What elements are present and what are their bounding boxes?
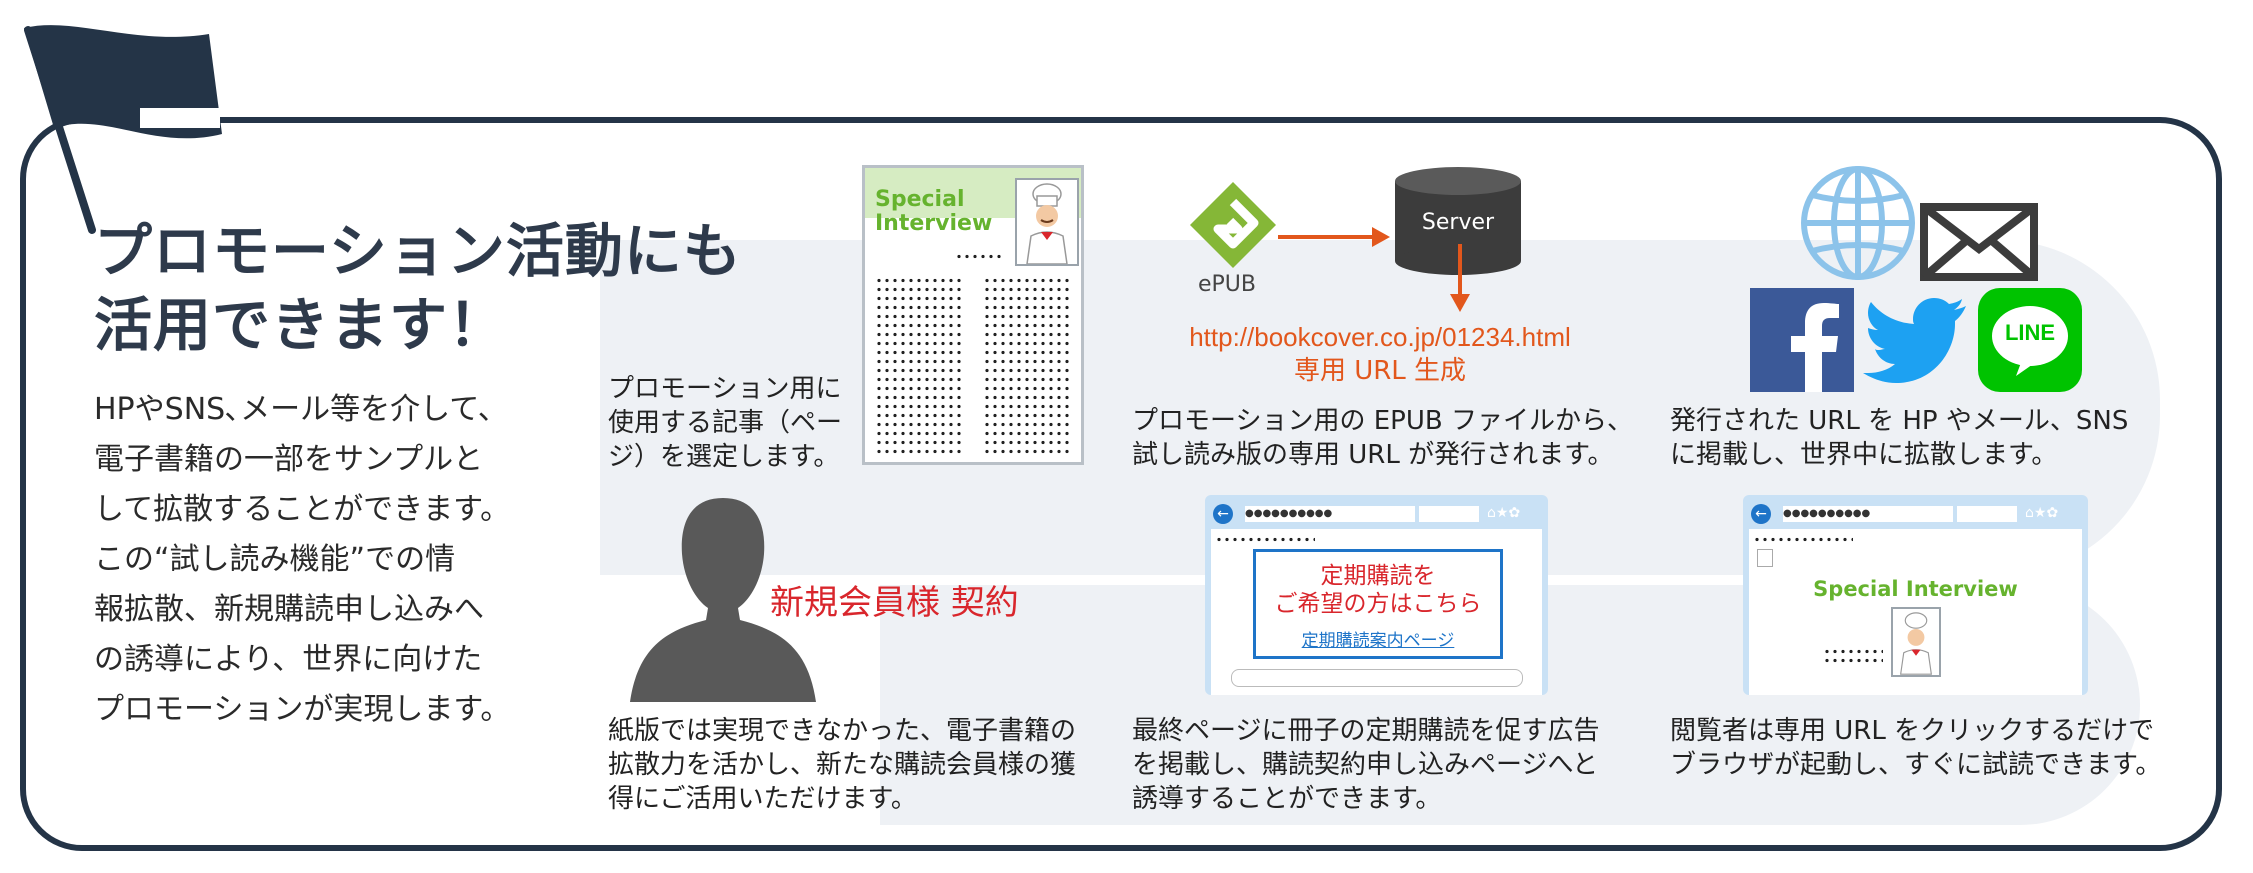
server-label: Server <box>1421 210 1495 235</box>
thumbnail-icon <box>1757 549 1773 567</box>
chef-icon <box>1026 183 1068 264</box>
toolbar-icons: ⌂★✿ <box>1487 505 1521 521</box>
text-dots <box>1215 535 1315 543</box>
arrow-down-icon <box>1450 244 1470 312</box>
browser-content: Special Interview <box>1749 529 2082 695</box>
caption-line: を掲載し、購読契約申し込みページへと <box>1132 750 1599 780</box>
caption-line: ジ）を選定します。 <box>608 442 840 472</box>
caption-line: 誘導することができます。 <box>1132 784 1442 814</box>
step6-caption: 紙版では実現できなかった、電子書籍の 拡散力を活かし、新たな購読会員様の獲 得に… <box>608 714 1076 816</box>
epub-label: ePUB <box>1198 272 1256 297</box>
step5-caption: 最終ページに冊子の定期購読を促す広告 を掲載し、購読契約申し込みページへと 誘導… <box>1132 714 1599 816</box>
intro-line: して拡散することができます。 <box>94 492 511 527</box>
browser-toolbar: ← ●●●●●●●●●● ⌂★✿ <box>1211 501 1542 527</box>
browser-window-ad: ← ●●●●●●●●●● ⌂★✿ 定期購読を ご希望の方はこちら 定期購読案内ペ… <box>1205 495 1548 695</box>
line-badge-text: LINE <box>2004 320 2056 345</box>
twitter-icon[interactable] <box>1862 296 1968 386</box>
globe-icon <box>1801 166 1915 280</box>
caption-line: に掲載し、世界中に拡散します。 <box>1670 440 2058 470</box>
subscription-ad[interactable]: 定期購読を ご希望の方はこちら 定期購読案内ページ <box>1253 549 1503 659</box>
caption-line: 使用する記事（ペー <box>608 408 843 438</box>
intro-line: 報拡散、新規購読申し込みへ <box>94 592 484 627</box>
arrow-right-icon <box>1278 227 1390 247</box>
document-title: Special Interview <box>875 188 992 236</box>
text-dots <box>983 276 1073 456</box>
title-line-2: 活用できます！ <box>94 291 508 359</box>
intro-line: の誘導により、世界に向けた <box>94 642 483 677</box>
text-dots <box>955 252 1005 262</box>
step4-caption: 閲覧者は専用 URL をクリックするだけで ブラウザが起動し、すぐに試読できます… <box>1670 714 2161 782</box>
toolbar-icons: ⌂★✿ <box>2025 505 2059 521</box>
caption-line: プロモーション用の EPUB ファイルから、 <box>1132 406 1633 436</box>
intro-line: 電子書籍の一部をサンプルと <box>94 442 484 477</box>
mail-icon <box>1920 203 2038 281</box>
intro-text: HPやSNS､メール等を介して、 電子書籍の一部をサンプルと して拡散することが… <box>94 385 554 735</box>
text-dots <box>1823 647 1883 667</box>
search-field[interactable] <box>1419 506 1479 522</box>
title-line-1: プロモーション活動にも <box>94 217 742 285</box>
person-silhouette-icon <box>630 498 816 702</box>
epub-icon <box>1190 182 1276 268</box>
text-dots <box>875 276 963 456</box>
step3-caption: 発行された URL を HP やメール、SNS に掲載し、世界中に拡散します。 <box>1670 404 2128 472</box>
intro-line: この“試し読み機能”での情 <box>94 542 456 577</box>
chef-icon <box>1900 612 1932 675</box>
page-title: プロモーション活動にも 活用できます！ <box>94 214 742 362</box>
back-icon[interactable]: ← <box>1213 504 1233 524</box>
caption-line: 得にご活用いただけます。 <box>608 784 917 814</box>
ad-line-2: ご希望の方はこちら <box>1274 591 1482 617</box>
browser-url[interactable]: ●●●●●●●●●● <box>1245 506 1415 522</box>
text-dots <box>1753 535 1853 543</box>
document-title-line: Interview <box>875 211 993 236</box>
line-icon[interactable] <box>1978 288 2082 392</box>
generated-url[interactable]: http://bookcover.co.jp/01234.html <box>1189 322 1571 352</box>
caption-line: 閲覧者は専用 URL をクリックするだけで <box>1670 716 2155 746</box>
step2-caption: プロモーション用の EPUB ファイルから、 試し読み版の専用 URL が発行さ… <box>1132 404 1633 472</box>
caption-line: 試し読み版の専用 URL が発行されます。 <box>1132 440 1614 470</box>
browser-content: 定期購読を ご希望の方はこちら 定期購読案内ページ <box>1211 529 1542 695</box>
facebook-icon[interactable] <box>1750 288 1854 392</box>
caption-line: 発行された URL を HP やメール、SNS <box>1670 406 2129 436</box>
ad-line-1: 定期購読を <box>1320 563 1436 589</box>
subscription-link[interactable]: 定期購読案内ページ <box>1301 631 1455 651</box>
page-slider[interactable] <box>1231 669 1523 687</box>
document-title-line: Special <box>875 187 965 212</box>
chef-photo <box>1015 178 1079 266</box>
url-note: 専用 URL 生成 <box>1293 356 1467 386</box>
frame-gap <box>140 108 220 128</box>
caption-line: 最終ページに冊子の定期購読を促す広告 <box>1132 716 1600 746</box>
back-icon[interactable]: ← <box>1751 504 1771 524</box>
article-document: Special Interview <box>862 165 1084 465</box>
caption-line: ブラウザが起動し、すぐに試読できます。 <box>1670 750 2162 780</box>
browser-toolbar: ← ●●●●●●●●●● ⌂★✿ <box>1749 501 2082 527</box>
intro-line: HPやSNS､メール等を介して、 <box>94 392 508 427</box>
new-member-label: 新規会員様 契約 <box>770 583 1019 623</box>
preview-heading: Special Interview <box>1813 577 2018 601</box>
caption-line: 紙版では実現できなかった、電子書籍の <box>608 716 1077 746</box>
step1-caption: プロモーション用に 使用する記事（ペー ジ）を選定します。 <box>608 372 842 474</box>
intro-line: プロモーションが実現します。 <box>94 692 511 727</box>
browser-url[interactable]: ●●●●●●●●●● <box>1783 506 1953 522</box>
caption-line: プロモーション用に <box>608 374 842 404</box>
browser-window-preview: ← ●●●●●●●●●● ⌂★✿ Special Interview <box>1743 495 2088 695</box>
caption-line: 拡散力を活かし、新たな購読会員様の獲 <box>608 750 1077 780</box>
chef-photo <box>1891 607 1941 677</box>
search-field[interactable] <box>1957 506 2017 522</box>
